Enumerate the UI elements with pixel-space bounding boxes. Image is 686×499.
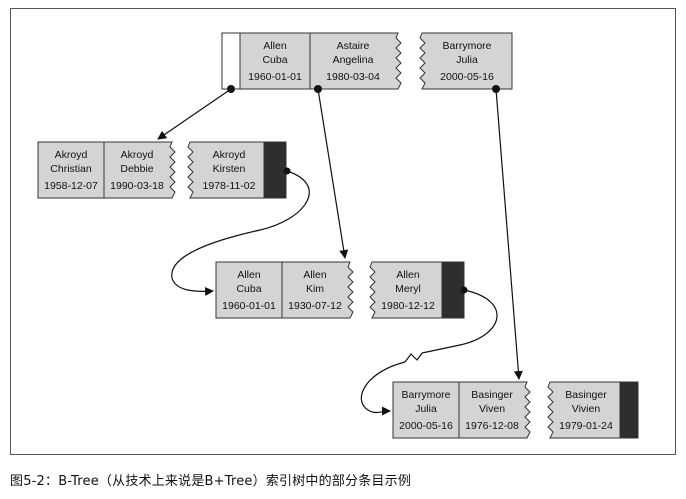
leaf3-cell-1-line3: 2000-05-16 <box>399 420 453 432</box>
root-cell-2-line1: Astaire <box>337 40 370 52</box>
leaf2-cell-1-line2: Cuba <box>236 283 261 295</box>
leaf2-cell-2-line2: Kim <box>306 283 324 295</box>
leaf3-cell-3-line2: Vivien <box>572 403 601 415</box>
leaf2-cell-3-line2: Meryl <box>395 283 421 295</box>
leaf1-cell-2 <box>103 141 176 199</box>
root-cell-2 <box>309 32 402 90</box>
leaf1-next-pointer-slot <box>263 141 287 199</box>
leaf1-to-leaf2-link <box>171 170 310 297</box>
leaf3-cell-2-line2: Viven <box>479 403 505 415</box>
leaf-node-barrymore-basinger: Barrymore Julia 2000-05-16 Basinger Vive… <box>392 381 639 439</box>
root-cell-2-line3: 1980-03-04 <box>326 71 380 83</box>
leaf1-cell-2-line3: 1990-03-18 <box>110 180 164 192</box>
root-to-leaf3-arrow <box>495 88 523 380</box>
leaf1-cell-1-line1: Akroyd <box>55 149 88 161</box>
leaf1-cell-3-line1: Akroyd <box>213 149 246 161</box>
root-cell-3-line1: Barrymore <box>442 40 491 52</box>
leaf3-cell-1 <box>392 381 460 439</box>
leaf3-cell-3-line3: 1979-01-24 <box>559 420 613 432</box>
root-cell-2-line2: Angelina <box>333 54 374 66</box>
root-cell-3-line2: Julia <box>456 54 478 66</box>
leaf1-cell-3 <box>187 141 265 199</box>
btree-diagram: Allen Cuba 1960-01-01 Astaire Angelina 1… <box>37 32 639 439</box>
leaf2-cell-1-line1: Allen <box>237 269 261 281</box>
leaf2-cell-2-line1: Allen <box>303 269 327 281</box>
leaf3-cell-1-line2: Julia <box>415 403 437 415</box>
root-to-leaf2-arrow <box>317 88 349 259</box>
leaf3-cell-1-line1: Barrymore <box>401 389 450 401</box>
root-cell-3 <box>419 32 513 90</box>
root-cell-1-line1: Allen <box>263 40 287 52</box>
leaf2-cell-3 <box>369 261 443 319</box>
leaf3-cell-2-line1: Basinger <box>471 389 513 401</box>
leaf1-cell-2-line1: Akroyd <box>121 149 154 161</box>
leaf1-cell-3-line3: 1978-11-02 <box>203 180 256 192</box>
leaf2-cell-1-line3: 1960-01-01 <box>222 300 276 312</box>
leaf1-cell-1-line3: 1958-12-07 <box>44 180 98 192</box>
leaf-node-allen: Allen Cuba 1960-01-01 Allen Kim 1930-07-… <box>215 261 465 319</box>
root-cell-1-line2: Cuba <box>262 54 287 66</box>
root-cell-3-line3: 2000-05-16 <box>440 71 494 83</box>
leaf3-cell-2 <box>458 381 531 439</box>
leaf3-next-pointer-slot <box>619 381 639 439</box>
leaf2-cell-3-line1: Allen <box>396 269 420 281</box>
leaf1-cell-3-line2: Kirsten <box>213 163 246 175</box>
leaf2-cell-2 <box>281 261 354 319</box>
leaf2-to-leaf3-break <box>404 352 423 363</box>
leaf1-cell-2-line2: Debbie <box>120 163 153 175</box>
leaf3-cell-3 <box>547 381 621 439</box>
root-cell-1-line3: 1960-01-01 <box>248 71 302 83</box>
root-pointer-slot <box>221 32 241 90</box>
root-to-leaf1-arrow <box>157 88 232 140</box>
leaf1-cell-1-line2: Christian <box>50 163 92 175</box>
leaf-node-akroyd: Akroyd Christian 1958-12-07 Akroyd Debbi… <box>37 141 287 199</box>
leaf2-cell-1 <box>215 261 283 319</box>
leaf2-cell-2-line3: 1930-07-12 <box>288 300 342 312</box>
leaf2-cell-3-line3: 1980-12-12 <box>381 300 435 312</box>
leaf3-cell-2-line3: 1976-12-08 <box>465 420 519 432</box>
leaf2-to-leaf3-link-tail <box>360 361 406 416</box>
root-node: Allen Cuba 1960-01-01 Astaire Angelina 1… <box>221 32 513 90</box>
leaf2-to-leaf3-link <box>421 289 498 354</box>
figure-caption: 图5-2：B-Tree（从技术上来说是B+Tree）索引树中的部分条目示例 <box>10 474 412 489</box>
leaf3-cell-3-line1: Basinger <box>565 389 607 401</box>
root-cell-1 <box>239 32 311 90</box>
